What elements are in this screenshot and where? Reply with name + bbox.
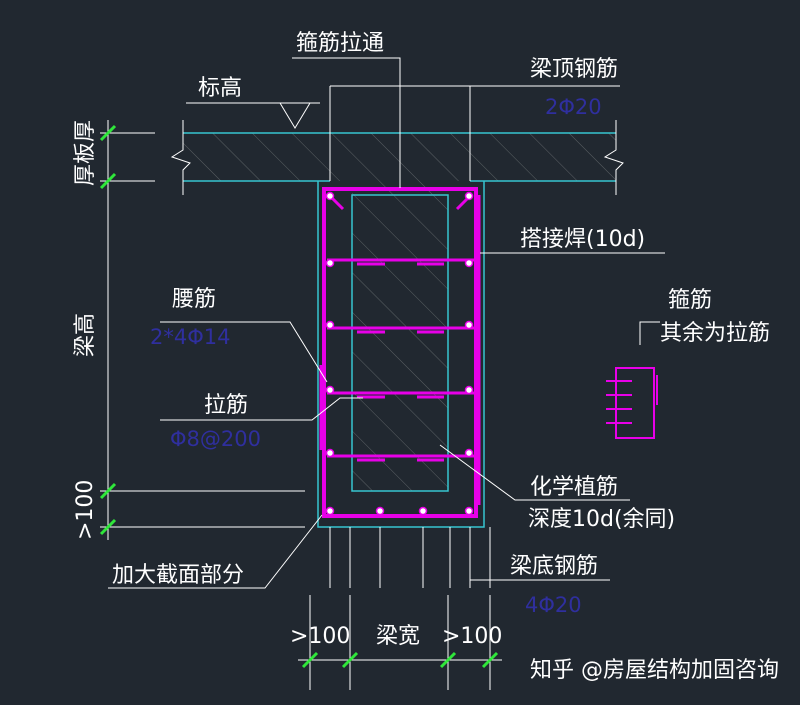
dim-right-label: >100 xyxy=(442,624,502,649)
bottom-dimension-chain xyxy=(298,651,502,669)
dim-left-label: >100 xyxy=(290,624,350,649)
enlarged-section-label: 加大截面部分 xyxy=(112,563,244,588)
beam-width-label: 梁宽 xyxy=(376,624,420,649)
beam-height-label: 梁高 xyxy=(73,313,98,357)
beam-bottom-bars-spec: 4Φ20 xyxy=(525,593,582,617)
watermark: 知乎 @房屋结构加固咨询 xyxy=(530,658,779,683)
beam-top-bars-spec: 2Φ20 xyxy=(545,95,602,119)
waist-bars-spec: 2*4Φ14 xyxy=(150,325,230,349)
beam-top-bars-label: 梁顶钢筋 xyxy=(530,57,618,82)
original-beam xyxy=(351,181,449,492)
tie-bars-spec: Φ8@200 xyxy=(170,427,261,451)
leader-lines xyxy=(100,57,665,690)
elevation-label: 标高 xyxy=(198,76,242,101)
waist-bars-label: 腰筋 xyxy=(172,287,216,312)
enlarged-section-outline xyxy=(317,181,485,528)
beam-bottom-bars-label: 梁底钢筋 xyxy=(510,554,598,579)
min-100-left-label: >100 xyxy=(73,480,98,540)
chemical-anchor-label: 化学植筋 xyxy=(530,475,618,500)
tie-bars xyxy=(327,258,474,458)
longitudinal-bars xyxy=(325,191,474,516)
chemical-anchor-bars xyxy=(357,262,444,462)
stirrup-note-line1: 箍筋 xyxy=(668,288,712,313)
lap-weld-label: 搭接焊(10d) xyxy=(520,227,645,252)
stirrup-note-line2: 其余为拉筋 xyxy=(660,321,770,346)
lap-weld-bar xyxy=(319,195,481,505)
slab-thickness-label: 厚板厚 xyxy=(73,120,98,186)
anchor-depth-label: 深度10d(余同) xyxy=(528,507,675,532)
left-dimension-chain xyxy=(99,120,117,540)
stirrup-through-label: 箍筋拉通 xyxy=(296,31,384,56)
tie-bars-label: 拉筋 xyxy=(204,393,248,418)
stirrup-legend-icon xyxy=(606,321,660,439)
